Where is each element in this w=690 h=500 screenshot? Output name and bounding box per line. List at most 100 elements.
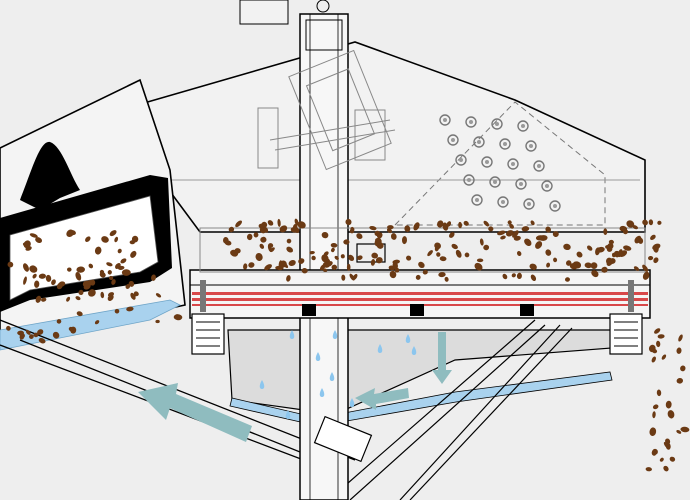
material-particle [667, 410, 675, 419]
material-particle [513, 235, 521, 241]
material-particle [6, 325, 11, 331]
spray-nozzle-center [511, 162, 515, 166]
spray-nozzle-center [443, 118, 447, 122]
material-particle [483, 244, 490, 251]
material-particle [483, 220, 490, 227]
material-particle [23, 240, 31, 249]
material-particle [319, 264, 326, 271]
material-particle [70, 326, 77, 334]
material-particle [114, 308, 120, 314]
material-particle [29, 265, 38, 273]
column-top-block [239, 0, 289, 25]
material-particle [109, 275, 114, 281]
water-drop [289, 330, 295, 339]
material-particle [553, 257, 558, 263]
material-particle [474, 262, 483, 271]
material-particle [94, 246, 102, 255]
material-particle [608, 239, 614, 245]
material-particle [512, 230, 519, 238]
material-particle [267, 220, 274, 226]
material-particle [552, 231, 559, 238]
material-particle [290, 226, 299, 233]
spray-nozzle [489, 176, 501, 188]
water-channel [229, 371, 613, 427]
material-particle [356, 255, 363, 261]
material-particle [413, 222, 420, 231]
material-particle [418, 261, 425, 268]
material-particle [88, 289, 96, 297]
material-particle [23, 263, 29, 272]
material-particle [56, 319, 62, 324]
material-particle [619, 225, 628, 232]
material-particle [406, 255, 412, 261]
material-particle [652, 404, 659, 410]
brace-line [409, 327, 573, 500]
material-particle [656, 340, 661, 348]
material-particle [376, 241, 384, 249]
material-particle [19, 332, 25, 339]
material-particle [565, 260, 572, 266]
material-particle [545, 226, 551, 233]
material-particle [349, 228, 355, 234]
spray-nozzle-center [527, 202, 531, 206]
material-particle [117, 265, 125, 270]
material-particle [279, 225, 288, 233]
material-particle [587, 245, 593, 251]
spray-nozzle [455, 154, 467, 166]
spray-nozzle [499, 138, 511, 150]
material-particle [652, 243, 661, 250]
spray-nozzle [491, 118, 503, 130]
material-particle [311, 255, 316, 261]
material-particle [32, 273, 37, 279]
material-particle [511, 273, 516, 278]
right-spring-mount [609, 313, 643, 355]
material-particle [130, 250, 137, 258]
deck-clamp [410, 304, 424, 316]
material-particle [38, 273, 46, 279]
spray-nozzle-center [493, 180, 497, 184]
spray-nozzle [507, 158, 519, 170]
material-particle [645, 467, 652, 472]
material-particle [155, 293, 162, 298]
material-particle [565, 277, 570, 282]
material-particle [369, 225, 377, 231]
material-particle [652, 411, 656, 419]
material-particle [34, 280, 40, 288]
material-particle [321, 254, 329, 263]
material-particle [521, 226, 530, 232]
material-particle [545, 249, 552, 256]
flow-arrow-down [432, 332, 452, 384]
material-particle [69, 230, 76, 236]
material-particle [286, 238, 292, 244]
water-drop [285, 410, 291, 419]
spray-nozzle-center [537, 164, 541, 168]
water-drop [377, 344, 383, 353]
material-particle [415, 274, 421, 280]
brace-line [339, 319, 536, 491]
material-particle [605, 245, 610, 249]
material-particle [436, 252, 441, 257]
material-particle [591, 270, 599, 278]
spray-nozzle-center [545, 184, 549, 188]
material-particle [286, 275, 291, 282]
material-particle [41, 297, 47, 302]
material-particle [656, 389, 662, 397]
material-particle [676, 429, 682, 434]
material-particle [85, 236, 91, 242]
material-particle [243, 263, 248, 270]
material-particle [264, 264, 272, 271]
material-particle [648, 219, 654, 226]
auger-inner [9, 195, 159, 301]
spray-nozzle-center [501, 200, 505, 204]
material-particle [288, 259, 296, 267]
material-particle [114, 236, 119, 243]
material-particle [642, 271, 650, 280]
material-particle [277, 218, 281, 227]
column-pivot [316, 0, 330, 13]
material-particle [294, 218, 299, 226]
material-particle [446, 221, 452, 227]
material-particle [632, 225, 639, 230]
water-drop [332, 330, 338, 339]
material-particle [634, 235, 642, 244]
